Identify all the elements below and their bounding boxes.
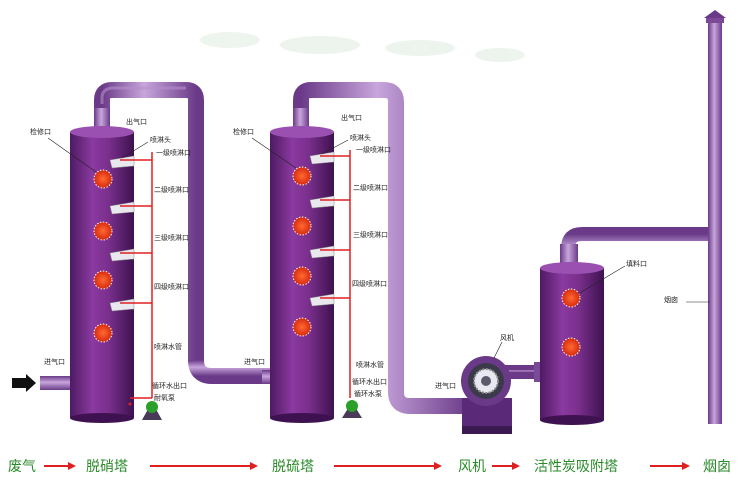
tower1-inlet-label: 进气口: [44, 357, 65, 366]
tower1-to-tower2-pipe: [188, 359, 270, 384]
adsorber-port-lower: [561, 337, 581, 357]
tower2-spray-head-label: 喷淋头: [350, 133, 371, 142]
process-flow: 废气 脱硝塔 脱硫塔 风机 活性炭吸附塔 烟囱: [8, 459, 731, 475]
tower2-spray-water-pipe: [320, 150, 351, 398]
tower1-pump: [142, 401, 162, 420]
flow-step-chimney: 烟囱: [703, 459, 731, 475]
tower2-outlet-pipe: [293, 82, 470, 414]
denitration-tower: 出气口 检修口 喷淋头 一级喷淋口 二级喷淋口 三级喷淋口 四级喷淋口 喷淋水管…: [12, 82, 270, 423]
flow-step-waste-gas: 废气: [8, 459, 36, 475]
adsorber-fill-port: [561, 288, 581, 308]
tower2-outlet-label: 出气口: [341, 113, 362, 122]
flow-arrow: [150, 462, 258, 470]
adsorber-fill-port-label: 填料口: [626, 259, 647, 268]
chimney-cap: [704, 10, 726, 18]
tower2-inspection-label: 检修口: [233, 127, 254, 136]
watermark: [200, 32, 525, 62]
flow-arrow: [334, 462, 442, 470]
tower1-stage1-label: 一级喷淋口: [156, 148, 191, 157]
tower1-pump-label: 耐氧泵: [154, 393, 175, 402]
tower1-stage4-label: 四级喷淋口: [154, 282, 189, 291]
fan-inlet-label: 进气口: [435, 381, 456, 390]
tower1-stage2-label: 二级喷淋口: [154, 185, 189, 194]
tower1-inspection-label: 检修口: [30, 127, 51, 136]
chimney: 烟囱: [664, 10, 726, 424]
tower2-inspection-ports: [292, 166, 312, 337]
activated-carbon-adsorber: 填料口: [540, 227, 710, 425]
flow-arrow: [492, 462, 520, 470]
fan-label: 风机: [500, 333, 514, 342]
tower2-stage3-label: 三级喷淋口: [353, 230, 388, 239]
tower2-pump: [342, 400, 362, 418]
tower1-spray-water-pipe: [120, 152, 153, 399]
flow-arrow: [650, 462, 690, 470]
flow-step-fan: 风机: [458, 459, 486, 475]
gas-inlet-arrow: [12, 374, 36, 392]
tower2-stage1-label: 一级喷淋口: [356, 145, 391, 154]
fan: 风机 进气口: [435, 333, 547, 434]
tower2-stage2-label: 二级喷淋口: [353, 183, 388, 192]
flow-step-adsorber: 活性炭吸附塔: [534, 459, 618, 475]
tower1-circ-outlet-label: 循环水出口: [152, 381, 187, 390]
tower2-circ-outlet-label: 循环水出口: [352, 377, 387, 386]
desulfurization-tower: 出气口 检修口 喷淋头 一级喷淋口 二级喷淋口 三级喷淋口 四级喷淋口 喷淋水管…: [233, 82, 470, 423]
tower2-spray-nozzles: [309, 151, 335, 307]
flow-step-desulfurization: 脱硫塔: [272, 459, 314, 475]
tower1-spray-nozzles: [109, 155, 135, 312]
tower1-stage3-label: 三级喷淋口: [154, 233, 189, 242]
tower1-inlet-pipe: [40, 376, 70, 390]
flow-step-denitration: 脱硝塔: [86, 459, 128, 475]
tower1-outlet-label: 出气口: [126, 117, 147, 126]
chimney-stack: [708, 22, 722, 424]
tower2-stage4-label: 四级喷淋口: [352, 279, 387, 288]
tower1-spray-pipe-label: 喷淋水管: [154, 342, 182, 351]
tower1-inspection-ports: [93, 169, 113, 343]
flow-arrow: [44, 462, 76, 470]
tower1-spray-head-label: 喷淋头: [150, 135, 171, 144]
tower2-pump-label: 循环水泵: [354, 389, 382, 398]
tower2-inlet-label: 进气口: [244, 357, 265, 366]
tower2-spray-pipe-label: 喷淋水管: [356, 360, 384, 369]
chimney-label: 烟囱: [664, 295, 678, 304]
